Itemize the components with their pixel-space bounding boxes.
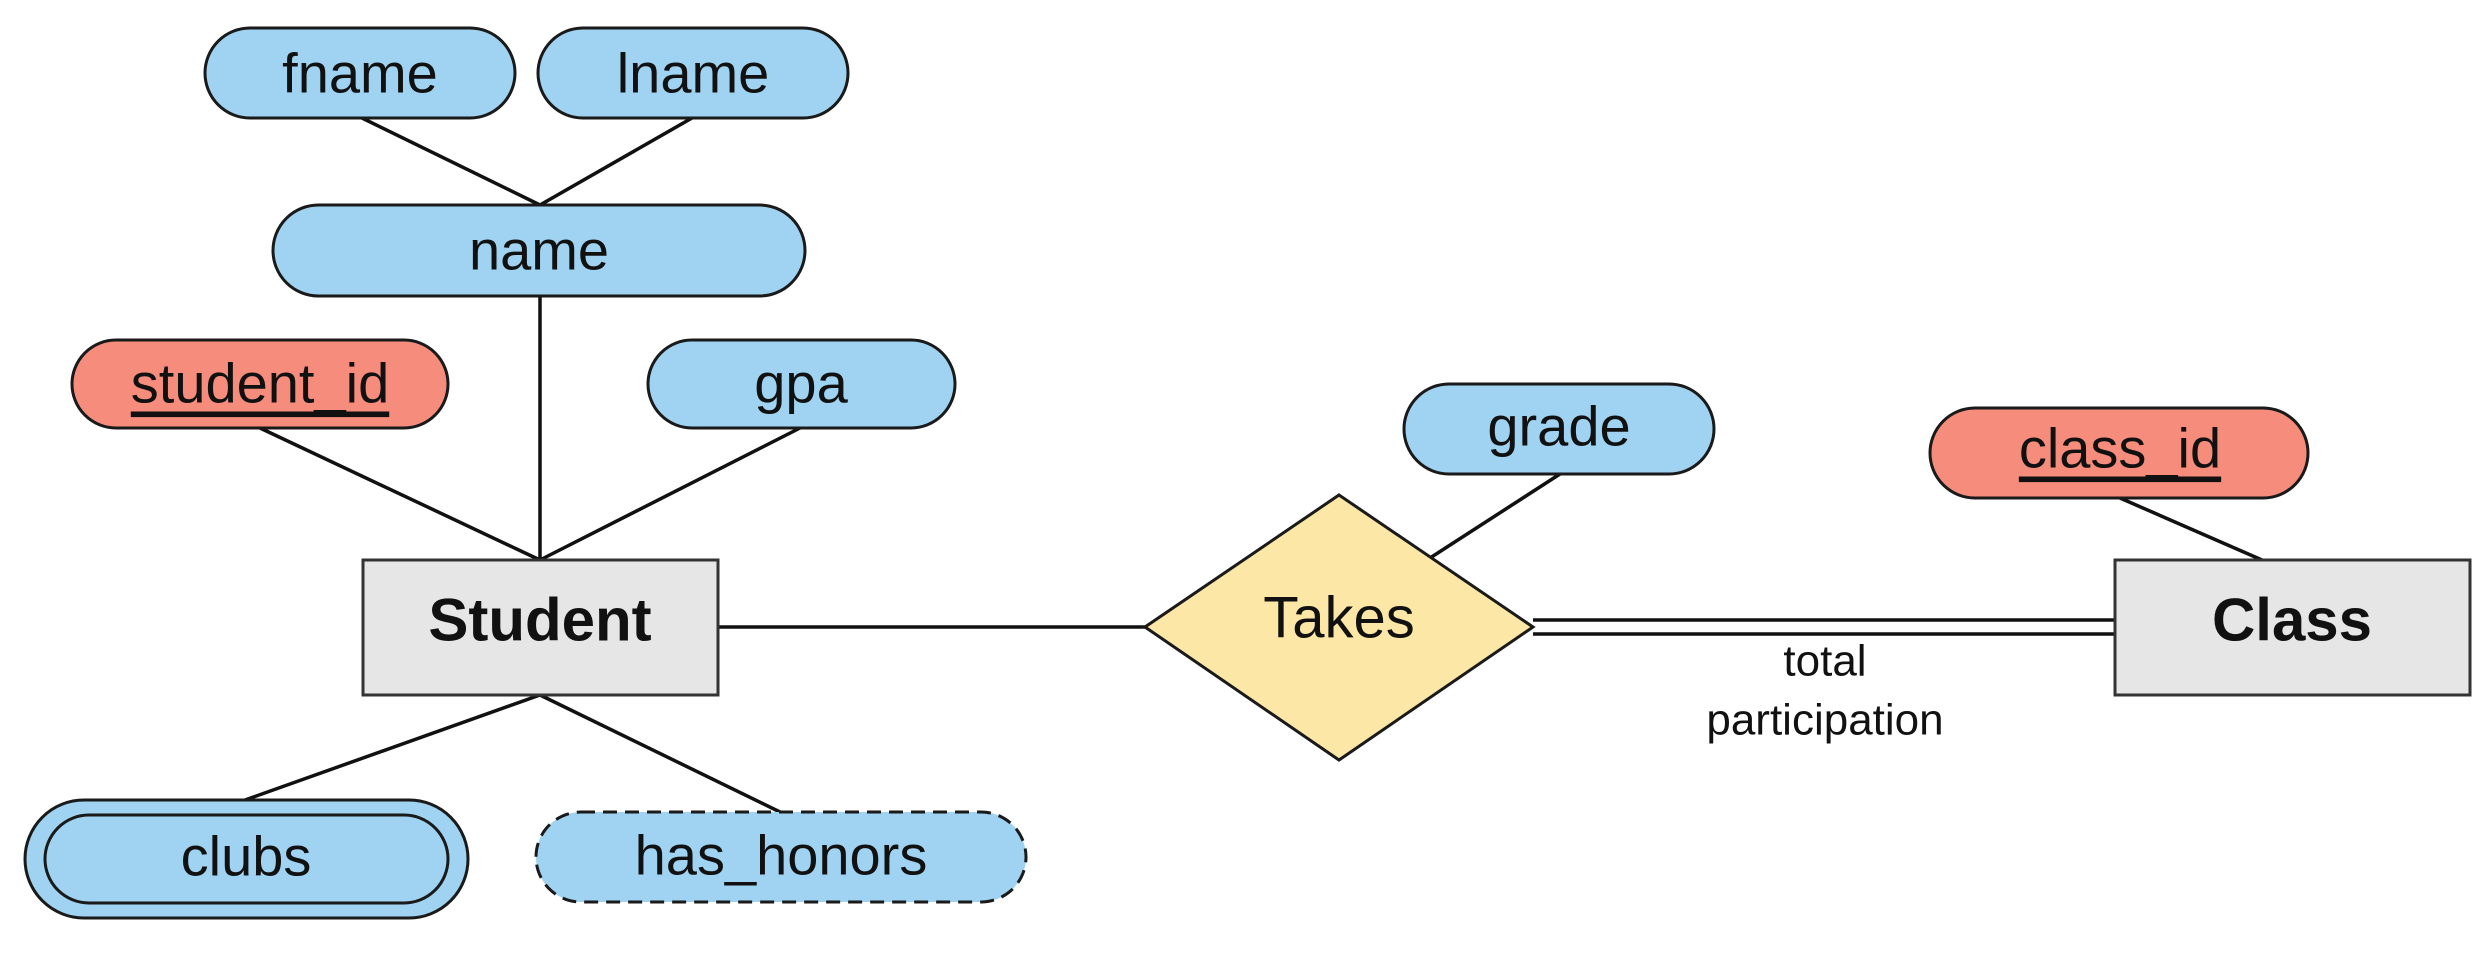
attribute-class-id: class_id bbox=[1928, 406, 2310, 500]
attribute-grade: grade bbox=[1402, 382, 1716, 476]
entity-student: Student bbox=[361, 558, 720, 697]
relationship-takes: Takes bbox=[1142, 493, 1536, 762]
connector-student-id-student bbox=[259, 426, 541, 562]
attribute-clubs-label: clubs bbox=[181, 825, 312, 888]
attribute-has-honors-label: has_honors bbox=[635, 824, 928, 887]
attribute-grade-shape bbox=[1402, 382, 1716, 476]
relationship-takes-label: Takes bbox=[1263, 586, 1415, 651]
total-participation-line-1: total bbox=[1783, 637, 1866, 686]
attribute-name-label: name bbox=[469, 219, 609, 282]
connector-grade-takes bbox=[1429, 472, 1561, 560]
attribute-fname-label: fname bbox=[282, 42, 438, 105]
entity-student-box bbox=[361, 558, 720, 697]
connectors bbox=[244, 116, 2263, 814]
connector-fname-name bbox=[361, 116, 541, 207]
attribute-lname-label: lname bbox=[617, 42, 770, 105]
attribute-clubs-multivalued: clubs bbox=[23, 798, 470, 920]
connector-gpa-student bbox=[539, 426, 801, 562]
total-participation-note: total participation bbox=[1706, 637, 1943, 745]
total-participation-line-2: participation bbox=[1706, 696, 1943, 745]
entity-class: Class bbox=[2113, 558, 2472, 697]
attribute-student-id-label: student_id bbox=[131, 352, 389, 415]
attribute-fname-shape bbox=[203, 26, 517, 120]
connector-student-has-honors bbox=[539, 693, 781, 814]
attribute-fname: fname bbox=[203, 26, 517, 120]
entity-student-label: Student bbox=[428, 587, 651, 654]
attribute-name: name bbox=[271, 203, 807, 298]
attribute-lname-shape bbox=[536, 26, 850, 120]
attribute-lname: lname bbox=[536, 26, 850, 120]
entity-class-box bbox=[2113, 558, 2472, 697]
attribute-gpa-label: gpa bbox=[754, 352, 848, 415]
attribute-class-id-shape bbox=[1928, 406, 2310, 500]
attribute-student-id-shape bbox=[70, 338, 450, 430]
connector-student-clubs bbox=[244, 693, 541, 802]
attribute-clubs-inner-shape bbox=[43, 813, 450, 905]
relationship-takes-diamond bbox=[1142, 493, 1536, 762]
attribute-student-id: student_id bbox=[70, 338, 450, 430]
entity-class-label: Class bbox=[2212, 587, 2372, 654]
attribute-has-honors-shape bbox=[534, 810, 1028, 904]
attribute-name-shape bbox=[271, 203, 807, 298]
attribute-has-honors-derived: has_honors bbox=[534, 810, 1028, 904]
attribute-grade-label: grade bbox=[1487, 395, 1630, 458]
attribute-gpa: gpa bbox=[646, 338, 957, 430]
connector-lname-name bbox=[539, 116, 693, 207]
attribute-class-id-label: class_id bbox=[2019, 417, 2221, 480]
connector-class-id-class bbox=[2119, 496, 2263, 562]
attribute-gpa-shape bbox=[646, 338, 957, 430]
